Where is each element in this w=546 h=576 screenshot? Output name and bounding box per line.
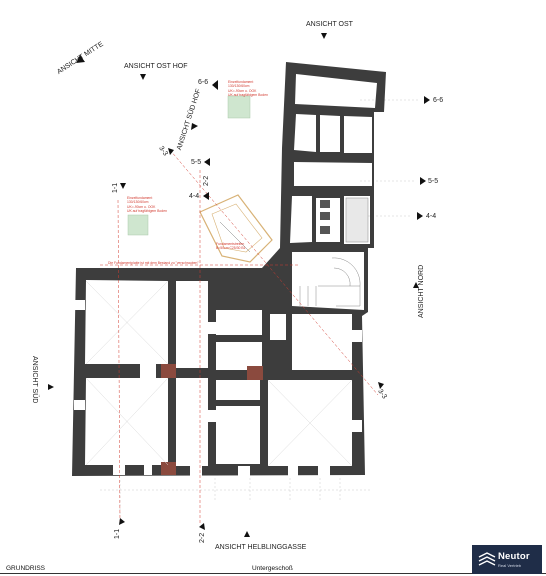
section-label-2-2-bottom: 2-2 bbox=[199, 532, 206, 543]
footer-floor: Untergeschoß bbox=[252, 565, 293, 572]
section-label-1-1-bottom: 1-1 bbox=[114, 528, 121, 539]
footer-rule bbox=[0, 573, 546, 574]
view-label-ost: ANSICHT OST bbox=[306, 21, 353, 28]
section-label-5-5-left: 5-5 bbox=[191, 159, 202, 166]
strip-foundation-note: Fundamentstreifen B=50cm C25/30 B1 bbox=[216, 242, 246, 251]
building-walls bbox=[72, 62, 386, 476]
existing-structure-note: Die Fundamentplatte ist mit dem Bestand … bbox=[108, 261, 199, 265]
window-openings bbox=[74, 300, 362, 476]
brick-infills bbox=[161, 364, 263, 475]
section-label-4-4-right: 4-4 bbox=[426, 213, 437, 220]
company-logo: Neutor Real Vertrieb bbox=[472, 545, 542, 574]
logo-waves-icon bbox=[478, 552, 496, 566]
section-label-2-2-top: 2-2 bbox=[203, 175, 210, 186]
annex-structure bbox=[199, 194, 273, 263]
view-label-helblinggasse: ANSICHT HELBLINGGASSE bbox=[215, 544, 307, 551]
section-lines bbox=[100, 149, 379, 526]
foundation-square-top bbox=[227, 95, 251, 119]
foundation-note-top: Einzelfundament 130/130/60cm UK=-90cm u.… bbox=[228, 80, 268, 97]
view-arrows bbox=[48, 33, 430, 537]
shafts bbox=[320, 200, 330, 234]
foundation-note-left: Einzelfundament 130/130/60cm UK=-90cm u.… bbox=[127, 196, 167, 213]
section-label-1-1-top: 1-1 bbox=[112, 182, 119, 193]
view-label-nord: ANSICHT NORD bbox=[418, 264, 425, 318]
section-label-5-5-right: 5-5 bbox=[428, 178, 439, 185]
section-label-6-6-right: 6-6 bbox=[433, 97, 444, 104]
section-label-4-4-left: 4-4 bbox=[189, 193, 200, 200]
vault-lines bbox=[85, 280, 353, 467]
logo-brand: Neutor bbox=[498, 551, 530, 562]
foundation-square-left bbox=[127, 214, 149, 236]
view-label-sued: ANSICHT SÜD bbox=[31, 356, 38, 404]
staircase bbox=[299, 257, 361, 307]
logo-tagline: Real Vertrieb bbox=[498, 563, 522, 568]
hatched-shaft bbox=[345, 197, 369, 243]
footer-title: GRUNDRISS bbox=[6, 565, 46, 572]
section-label-6-6-left: 6-6 bbox=[198, 79, 209, 86]
view-label-ost-hof: ANSICHT OST HOF bbox=[124, 63, 188, 70]
